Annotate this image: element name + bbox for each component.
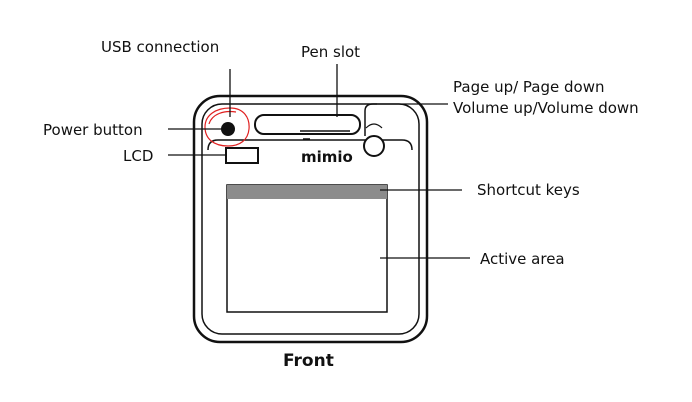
page-up-down-label: Page up/ Page down <box>453 78 605 96</box>
shortcut-keys-label: Shortcut keys <box>477 181 580 199</box>
brand-logo: mimio <box>301 148 353 166</box>
pen-slot <box>254 114 361 135</box>
active-area <box>226 184 388 313</box>
power-button-label: Power button <box>43 121 143 139</box>
volume-knob <box>363 135 385 157</box>
active-area-label: Active area <box>480 250 565 268</box>
top-panel-edge <box>207 139 413 151</box>
volume-up-down-label: Volume up/Volume down <box>453 99 639 117</box>
lcd-label: LCD <box>123 147 153 165</box>
shortcut-keys-bar <box>227 185 387 199</box>
device-body-inner <box>201 103 420 335</box>
pen-slot-label: Pen slot <box>301 43 360 61</box>
lcd-screen <box>225 147 259 164</box>
volume-knob-bracket <box>364 103 377 136</box>
volume-knob-arc <box>365 123 383 129</box>
usb-highlight-circle <box>204 107 250 147</box>
front-caption: Front <box>283 351 334 371</box>
usb-connection-label: USB connection <box>101 38 219 56</box>
